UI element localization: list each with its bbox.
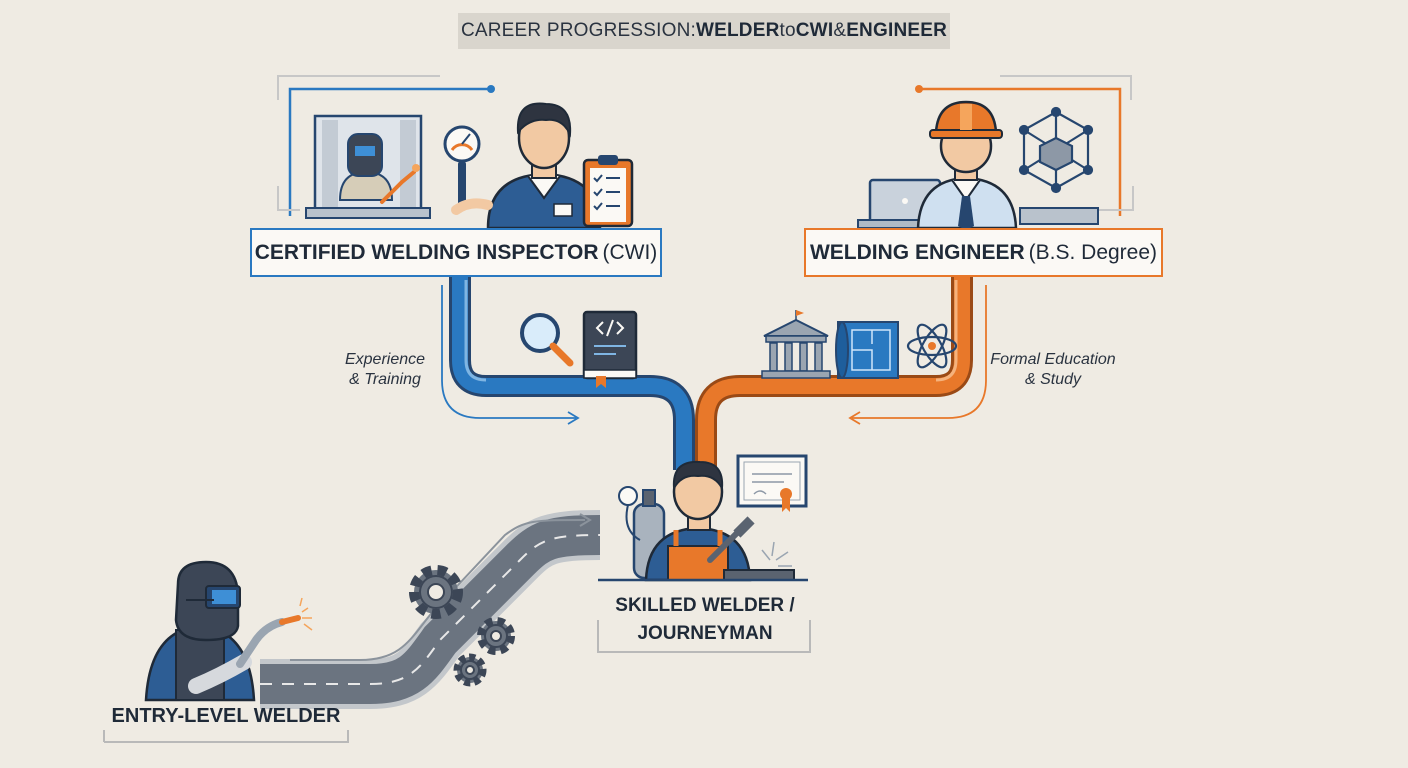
cwi-frame (277, 75, 495, 216)
engineer-label-bold: WELDING ENGINEER (809, 240, 1025, 264)
diagram-title: CAREER PROGRESSION: WELDER to CWI & ENGI… (458, 13, 950, 49)
atom-icon (906, 323, 958, 369)
experience-line1: Experience (344, 351, 426, 368)
inspector-icon (451, 102, 602, 230)
search-magnifier-icon (520, 313, 574, 367)
experience-arrow (441, 285, 580, 425)
title-engineer: ENGINEER (846, 20, 948, 41)
title-cwi: CWI (795, 20, 834, 41)
cwi-path (449, 275, 695, 470)
title-to: to (779, 20, 796, 41)
cwi-label-suffix: (CWI) (602, 240, 658, 264)
skilled-line2: JOURNEYMAN (637, 623, 773, 644)
education-line2: & Study (1024, 371, 1082, 388)
cwi-label-bold: CERTIFIED WELDING INSPECTOR (254, 240, 599, 264)
welding-booth-icon (305, 114, 431, 219)
welding-torch-icon (236, 597, 313, 668)
engineer-label-suffix: (B.S. Degree) (1028, 240, 1158, 264)
molecule-network-icon (1018, 106, 1094, 194)
university-icon (761, 310, 831, 379)
engineer-path (695, 275, 973, 470)
entry-level-label: ENTRY-LEVEL WELDER (111, 705, 341, 727)
engineer-label: WELDING ENGINEER(B.S. Degree) (804, 228, 1163, 277)
experience-label: Experience & Training (330, 350, 440, 390)
career-road (260, 510, 601, 709)
education-arrow (848, 285, 987, 425)
title-amp: & (833, 20, 847, 41)
blueprint-icon (835, 321, 899, 379)
experience-line2: & Training (349, 371, 421, 388)
engineer-icon (916, 100, 1018, 230)
clipboard-icon (582, 155, 634, 228)
cwi-label: CERTIFIED WELDING INSPECTOR(CWI) (250, 228, 662, 277)
title-welder: WELDER (695, 20, 780, 41)
magnifier-gauge-icon (443, 125, 481, 211)
gear-icon (409, 565, 515, 687)
title-prefix: CAREER PROGRESSION: (460, 20, 696, 41)
education-line1: Formal Education (990, 351, 1116, 368)
entry-welder-icon (144, 560, 256, 702)
education-label: Formal Education & Study (986, 350, 1120, 390)
journeyman-icon (644, 460, 795, 582)
certificate-icon (736, 454, 808, 512)
code-book-icon (582, 310, 638, 388)
engineer-frame (915, 75, 1132, 216)
skilled-welder-label: SKILLED WELDER / JOURNEYMAN (600, 592, 810, 648)
skilled-line1: SKILLED WELDER / (615, 595, 795, 616)
